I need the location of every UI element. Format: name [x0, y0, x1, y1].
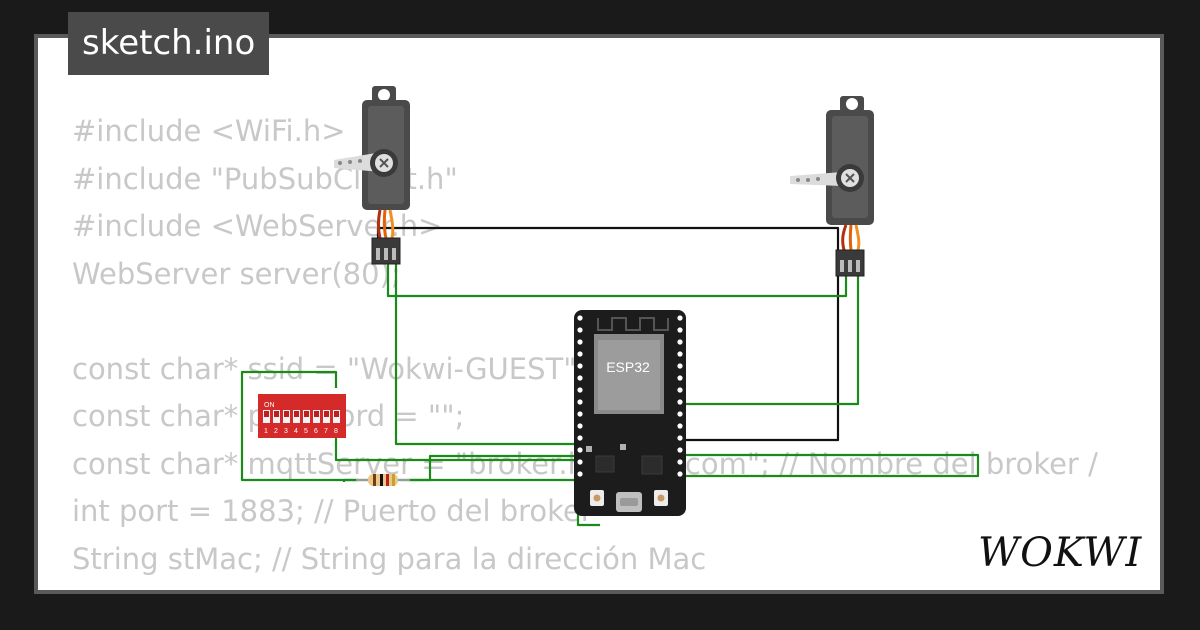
code-line: char mac[50]; // Variable definida para …: [72, 583, 1160, 590]
resistor[interactable]: [356, 474, 410, 486]
wire-servo1-signal: [394, 264, 580, 446]
wire-resistor: [342, 454, 580, 482]
servo-motor-2[interactable]: [790, 96, 874, 277]
dip-number: 4: [294, 428, 298, 435]
esp32-board[interactable]: ESP32: [574, 310, 686, 516]
code-line: String stMac; // String para la direcció…: [72, 541, 707, 576]
wire-dip-b: [334, 432, 580, 462]
wires: [240, 226, 980, 527]
wire-servo1-vcc: [386, 264, 848, 298]
dip-number: 1: [264, 428, 268, 435]
dip-number: 5: [304, 428, 308, 435]
code-preview: #include <WiFi.h> #include "PubSubClient.…: [72, 108, 1160, 590]
dip-on-label: ON: [264, 402, 275, 409]
code-line: #include <WiFi.h>: [72, 114, 346, 148]
dip-number: 3: [284, 428, 288, 435]
dip-number: 6: [314, 428, 318, 435]
dip-number: 2: [274, 428, 278, 435]
dip-switch[interactable]: ON 1 2 3 4 5 6 7: [258, 394, 346, 438]
dip-number: 8: [334, 428, 338, 435]
file-title: sketch.ino: [68, 12, 270, 75]
brand-wordmark: WOKWI: [978, 530, 1142, 576]
servo-motor-1[interactable]: [334, 86, 410, 265]
code-line: #include <WebServer.h>: [72, 209, 443, 243]
wokwi-logo: WOKWI: [978, 530, 1142, 576]
dip-number: 7: [324, 428, 328, 435]
code-line: #include "PubSubClient.h": [72, 161, 458, 196]
wire-servo2-signal: [686, 276, 860, 406]
code-line: const char* ssid = "Wokwi-GUEST";: [72, 351, 587, 386]
code-line: int port = 1883; // Puerto del broker: [72, 494, 593, 528]
esp32-chip-label: ESP32: [606, 359, 650, 375]
code-line: WebServer server(80);: [72, 256, 401, 291]
